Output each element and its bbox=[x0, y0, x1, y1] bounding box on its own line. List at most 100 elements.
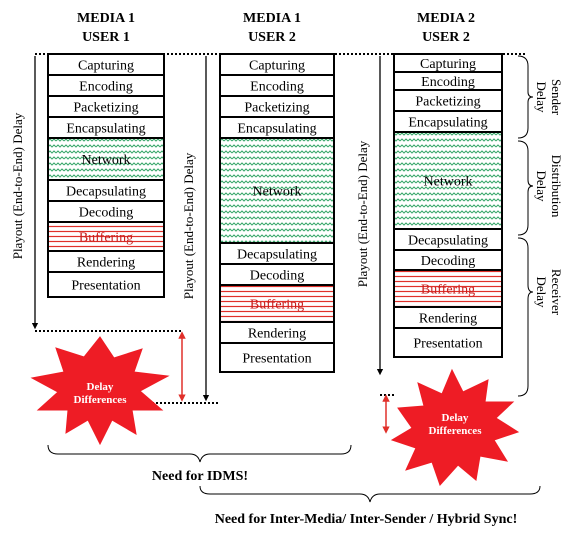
block-decapsulating: Decapsulating bbox=[393, 228, 503, 251]
block-label: Encoding bbox=[79, 80, 133, 95]
block-encapsulating: Encapsulating bbox=[219, 116, 335, 139]
block-label: Capturing bbox=[78, 59, 134, 74]
distribution-delay-label-line2: Delay bbox=[534, 170, 549, 202]
header-user: USER 2 bbox=[422, 30, 470, 45]
receiver-delay-brace bbox=[517, 237, 534, 397]
block-label: Buffering bbox=[79, 231, 133, 246]
need-for-idms-label: Need for IDMS! bbox=[152, 469, 248, 484]
block-encapsulating: Encapsulating bbox=[47, 116, 165, 139]
stack-m1u2: CapturingEncodingPacketizingEncapsulatin… bbox=[219, 53, 335, 373]
block-label: Decoding bbox=[250, 269, 304, 284]
idms-brace bbox=[47, 444, 352, 463]
header-user: USER 1 bbox=[82, 30, 130, 45]
block-box bbox=[47, 271, 165, 298]
side-label-m2u2: Playout (End-to-End) Delay bbox=[355, 140, 370, 287]
delay-differences-burst-left: Delay Differences bbox=[30, 336, 170, 446]
delay-differences-burst-right: Delay Differences bbox=[390, 368, 520, 486]
block-box bbox=[47, 221, 165, 252]
block-decapsulating: Decapsulating bbox=[219, 242, 335, 265]
block-presentation: Presentation bbox=[47, 271, 165, 298]
block-encoding: Encoding bbox=[47, 74, 165, 97]
receiver-delay-label-line2: Delay bbox=[534, 276, 549, 308]
block-label: Rendering bbox=[419, 312, 477, 327]
header-user: USER 2 bbox=[248, 30, 296, 45]
block-box bbox=[219, 284, 335, 323]
block-label: Presentation bbox=[71, 279, 140, 294]
block-encapsulating: Encapsulating bbox=[393, 110, 503, 133]
distribution-delay-brace bbox=[517, 140, 534, 236]
block-box bbox=[47, 137, 165, 181]
block-network: Network bbox=[47, 137, 165, 181]
block-label: Decoding bbox=[79, 206, 133, 221]
block-box bbox=[219, 137, 335, 244]
distribution-delay-label-line1: Distribution bbox=[549, 155, 564, 218]
block-label: Presentation bbox=[413, 337, 482, 352]
stack-m1u1: CapturingEncodingPacketizingEncapsulatin… bbox=[47, 53, 165, 298]
block-packetizing: Packetizing bbox=[47, 95, 165, 118]
header-media: MEDIA 1 bbox=[243, 11, 301, 26]
block-capturing: Capturing bbox=[47, 53, 165, 76]
block-packetizing: Packetizing bbox=[219, 95, 335, 118]
side-label-m1u2: Playout (End-to-End) Delay bbox=[181, 152, 196, 299]
block-label: Packetizing bbox=[244, 101, 309, 116]
block-label: Capturing bbox=[249, 59, 305, 74]
need-for-inter-media-label: Need for Inter-Media/ Inter-Sender / Hyb… bbox=[215, 512, 518, 527]
block-label: Network bbox=[253, 185, 302, 200]
block-encoding: Encoding bbox=[393, 71, 503, 91]
block-label: Encoding bbox=[421, 75, 475, 90]
column-header-m2u2: MEDIA 2 USER 2 bbox=[417, 11, 475, 45]
burst-shape-right bbox=[390, 368, 520, 486]
receiver-delay-label-line1: Receiver bbox=[549, 269, 564, 316]
block-label: Encapsulating bbox=[408, 116, 487, 131]
block-label: Decapsulating bbox=[408, 234, 488, 249]
block-rendering: Rendering bbox=[219, 321, 335, 344]
block-label: Rendering bbox=[77, 256, 135, 271]
block-label: Presentation bbox=[242, 352, 311, 367]
block-buffering: Buffering bbox=[47, 221, 165, 252]
block-decoding: Decoding bbox=[219, 263, 335, 286]
block-decoding: Decoding bbox=[393, 249, 503, 271]
block-label: Decapsulating bbox=[66, 185, 146, 200]
block-box bbox=[393, 327, 503, 358]
header-media: MEDIA 2 bbox=[417, 11, 475, 26]
block-label: Network bbox=[424, 175, 473, 190]
block-presentation: Presentation bbox=[393, 327, 503, 358]
block-label: Encapsulating bbox=[237, 122, 316, 137]
block-decoding: Decoding bbox=[47, 200, 165, 223]
block-buffering: Buffering bbox=[219, 284, 335, 323]
block-label: Decoding bbox=[421, 254, 475, 269]
block-label: Buffering bbox=[421, 283, 475, 298]
block-packetizing: Packetizing bbox=[393, 89, 503, 112]
column-header-m1u1: MEDIA 1 USER 1 bbox=[77, 11, 135, 45]
block-rendering: Rendering bbox=[47, 250, 165, 273]
sender-delay-label-line2: Delay bbox=[534, 81, 549, 113]
burst-text-left-line2: Differences bbox=[74, 394, 128, 406]
burst-text-right-line1: Delay bbox=[442, 412, 469, 424]
block-network: Network bbox=[219, 137, 335, 244]
sender-delay-label-line1: Sender bbox=[549, 79, 564, 116]
burst-shape-left bbox=[30, 336, 170, 446]
block-capturing: Capturing bbox=[393, 53, 503, 73]
block-network: Network bbox=[393, 131, 503, 230]
block-label: Encapsulating bbox=[66, 122, 145, 137]
block-box bbox=[393, 131, 503, 230]
block-label: Network bbox=[82, 153, 131, 168]
block-label: Rendering bbox=[248, 327, 306, 342]
block-box bbox=[219, 342, 335, 373]
block-rendering: Rendering bbox=[393, 306, 503, 329]
column-header-m1u2: MEDIA 1 USER 2 bbox=[243, 11, 301, 45]
header-media: MEDIA 1 bbox=[77, 11, 135, 26]
block-label: Decapsulating bbox=[237, 248, 317, 263]
sender-delay-brace bbox=[517, 55, 534, 139]
block-label: Packetizing bbox=[415, 95, 480, 110]
block-label: Encoding bbox=[250, 80, 304, 95]
inter-media-brace bbox=[199, 485, 541, 503]
burst-text-left-line1: Delay bbox=[87, 381, 114, 393]
side-label-m1u1: Playout (End-to-End) Delay bbox=[10, 112, 25, 259]
block-label: Packetizing bbox=[73, 101, 138, 116]
block-presentation: Presentation bbox=[219, 342, 335, 373]
burst-text-right-line2: Differences bbox=[429, 425, 483, 437]
block-buffering: Buffering bbox=[393, 269, 503, 308]
block-label: Buffering bbox=[250, 298, 304, 313]
